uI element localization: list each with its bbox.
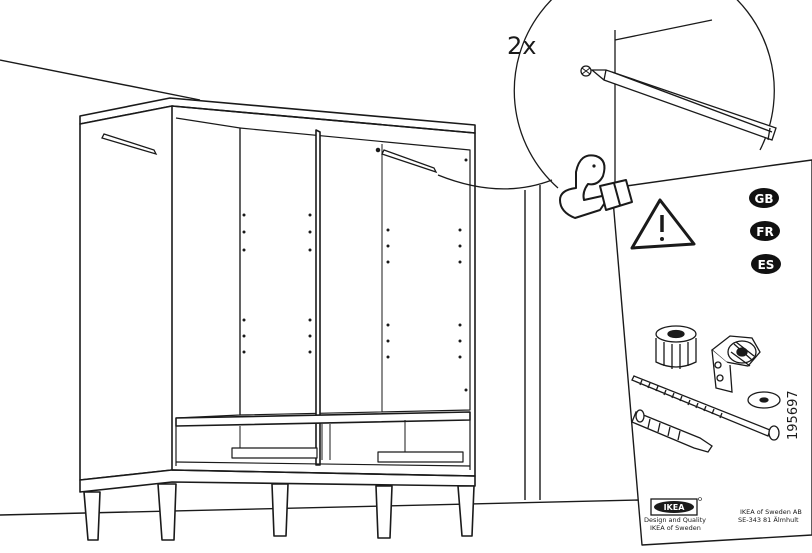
wall-plug-icon: [655, 325, 697, 369]
svg-text:IKEA: IKEA: [664, 503, 686, 512]
detail-callout: 2x: [437, 0, 777, 225]
quantity-label: 2x: [507, 32, 536, 60]
address-line-1: IKEA of Sweden AB: [740, 508, 802, 516]
svg-text:FR: FR: [756, 225, 773, 239]
svg-text:GB: GB: [755, 192, 774, 206]
shelf-pin-holes: [242, 158, 468, 392]
wall-hole-icon: [580, 65, 592, 77]
bracket-icon: [710, 335, 761, 393]
article-number: 195697: [786, 390, 801, 440]
language-badge-es: ES: [751, 254, 781, 274]
svg-text:ES: ES: [758, 258, 775, 272]
screw-icon: [631, 375, 780, 441]
pencil-icon: [590, 69, 777, 141]
address-line-2: SE-343 81 Älmhult: [738, 515, 799, 524]
warning-triangle-icon: [630, 198, 696, 250]
floor-line: [0, 499, 641, 516]
language-badge-fr: FR: [750, 221, 780, 241]
reading-man-icon: [559, 154, 633, 219]
anchor-icon: [631, 409, 713, 453]
brand-logo: IKEA: [650, 497, 702, 516]
design-line-1: Design and Quality: [644, 516, 706, 524]
pencil-mark-right: [375, 147, 438, 174]
wall-corner: [0, 59, 541, 500]
design-line-2: IKEA of Sweden: [650, 524, 701, 532]
pencil-mark-left: [101, 133, 158, 156]
cabinet: [79, 97, 476, 541]
washer-icon: [747, 391, 781, 409]
instruction-leaflet: GB FR ES: [611, 159, 812, 546]
language-badge-gb: GB: [749, 188, 779, 208]
